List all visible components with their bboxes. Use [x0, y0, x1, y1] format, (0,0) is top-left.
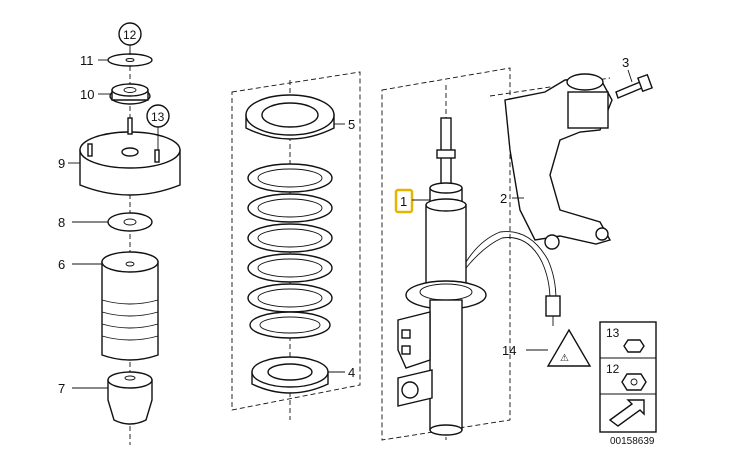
legend-label-13: 13 [606, 326, 620, 340]
stud-left [87, 143, 93, 157]
sensor-cable-b [465, 237, 551, 301]
stud-right [154, 149, 160, 163]
top-mount-9-hub [121, 147, 139, 157]
warning-label-14 [546, 328, 592, 367]
washer-11 [107, 53, 153, 67]
washer-11-hole [125, 58, 135, 62]
label-5: 5 [348, 117, 355, 132]
bolt-3 [615, 81, 643, 99]
strut-body-top [425, 198, 467, 212]
sensor-connector [545, 295, 561, 317]
arrow-icon [608, 399, 645, 427]
sensor-cable [465, 231, 557, 301]
legend-nut-12-hole [630, 378, 638, 386]
knuckle-clamp [567, 91, 609, 129]
label-12: 12 [123, 28, 137, 42]
legend-nut-13 [623, 339, 645, 353]
bump-stop-7-hole [124, 375, 136, 381]
bracket-bolt-a [401, 329, 411, 339]
label-1: 1 [400, 194, 407, 209]
coil-spring [247, 163, 333, 339]
frame-spring [231, 71, 361, 411]
frame-knuckle [489, 77, 611, 97]
strut-lower-tube [429, 299, 463, 431]
label-13: 13 [151, 110, 165, 124]
frame-strut [381, 67, 511, 441]
spring-seat-5-inner [261, 102, 319, 128]
bolt-3-head [637, 73, 653, 93]
knuckle-bore [566, 73, 604, 91]
label-3: 3 [622, 55, 629, 70]
knuckle-eye-upper [544, 234, 560, 250]
label-2: 2 [500, 191, 507, 206]
reference-number: 00158639 [610, 436, 655, 447]
label-11: 11 [80, 53, 94, 68]
bump-stop-7 [107, 379, 153, 425]
dust-boot-6-folds [101, 299, 159, 341]
label-14: 14 [502, 343, 516, 358]
label-10: 10 [80, 87, 94, 102]
dust-boot-6-hole [125, 261, 135, 267]
highlight-box-1 [394, 188, 414, 214]
label-8: 8 [58, 215, 65, 230]
label-7: 7 [58, 381, 65, 396]
legend-nut-12 [621, 373, 647, 391]
bump-ring-8-hole [123, 218, 137, 226]
label-9: 9 [58, 156, 65, 171]
clamp-eye [401, 381, 419, 399]
warning-symbol-icon: ⚠ [560, 353, 569, 364]
spring-seat-4-inner [267, 363, 313, 381]
label-6: 6 [58, 257, 65, 272]
nut-10-bore [123, 87, 137, 93]
nut-10-top [111, 83, 149, 97]
rod-collar [436, 149, 456, 159]
strut-top-cap-face [429, 182, 463, 194]
knuckle-eye-lower [595, 227, 609, 241]
dust-boot-6 [101, 261, 159, 361]
bracket-bolt-b [401, 345, 411, 355]
strut-bracket [397, 311, 431, 369]
label-4: 4 [348, 365, 355, 380]
stud-rear [127, 117, 133, 135]
bump-ring-8 [107, 212, 153, 232]
leader-3 [627, 69, 633, 83]
legend-label-12: 12 [606, 362, 620, 376]
strut-bottom [429, 424, 463, 436]
